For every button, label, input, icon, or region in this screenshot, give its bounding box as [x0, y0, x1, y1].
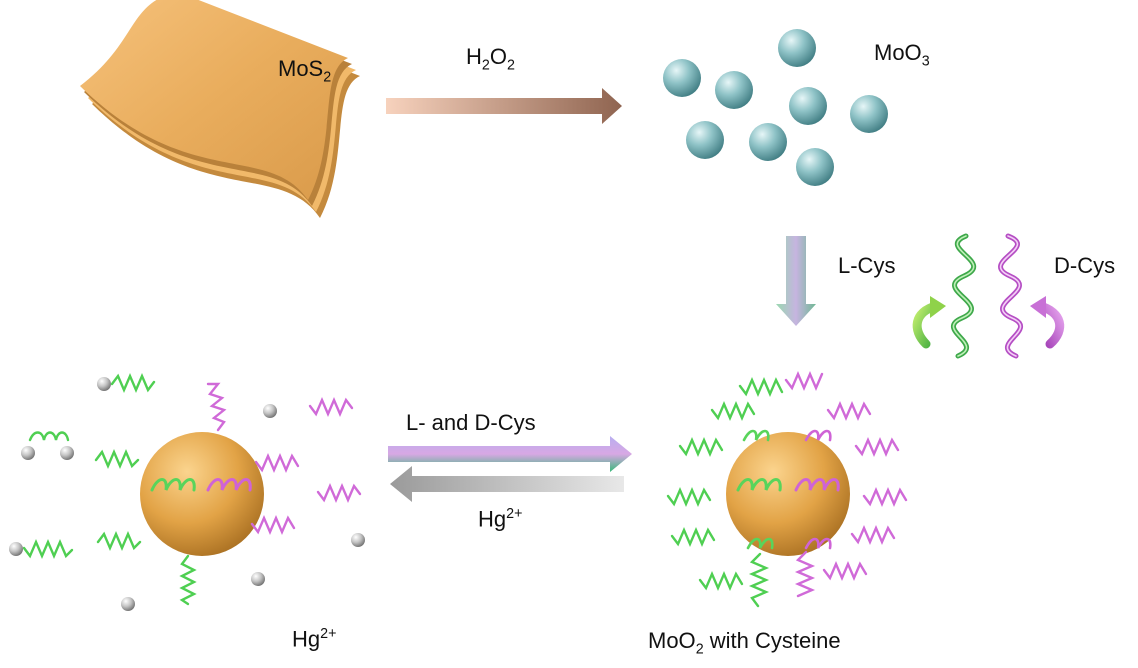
- mos2-label: MoS2: [278, 56, 331, 85]
- reverse-sup: 2+: [506, 506, 523, 522]
- hg-bottom-sup: 2+: [320, 626, 337, 642]
- reverse-base: Hg: [478, 506, 507, 532]
- h2o2-o: O: [489, 44, 507, 69]
- moo3-label: MoO3: [874, 40, 930, 69]
- h2o2-h: H: [466, 44, 482, 69]
- cys-down-arrow: [776, 236, 816, 326]
- product-sub: 2: [695, 641, 704, 658]
- moo3-base: MoO: [874, 40, 922, 65]
- moo3-sub: 3: [921, 53, 930, 70]
- h2o2-sub2: 2: [506, 57, 515, 74]
- forward-arrow: [388, 436, 632, 472]
- right-nanoparticle: [666, 370, 908, 608]
- d-cys-label: D-Cys: [1054, 253, 1116, 278]
- h2o2-label: H2O2: [466, 44, 515, 73]
- mos2-sheet: [80, 0, 360, 218]
- h2o2-sub1: 2: [481, 57, 490, 74]
- product-rest: with Cysteine: [703, 628, 841, 653]
- product-base: MoO: [648, 628, 696, 653]
- l-cys-helix: [912, 233, 977, 359]
- reverse-arrow-label: Hg2+: [478, 506, 522, 532]
- h2o2-arrow: [386, 88, 622, 124]
- left-nanoparticle: [9, 372, 365, 611]
- forward-arrow-label: L- and D-Cys: [406, 410, 536, 435]
- hg-bottom-base: Hg: [292, 626, 321, 652]
- mos2-sub: 2: [323, 69, 332, 86]
- reverse-arrow: [390, 466, 624, 502]
- hg-bottom-label: Hg2+: [292, 626, 336, 652]
- mos2-base: MoS: [278, 56, 324, 81]
- product-label: MoO2 with Cysteine: [648, 628, 841, 657]
- d-cys-helix: [998, 233, 1065, 359]
- l-cys-label: L-Cys: [838, 253, 896, 278]
- moo3-particles: [663, 29, 888, 186]
